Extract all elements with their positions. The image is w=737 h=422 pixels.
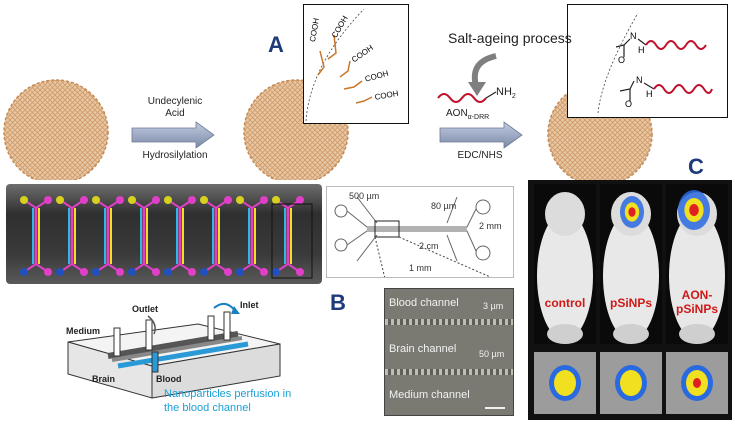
dim-1mm: 1 mm bbox=[409, 263, 432, 273]
particle-bare bbox=[3, 79, 109, 180]
arrow-hydrosilylation bbox=[131, 121, 215, 149]
amide-inset: O N H O N H bbox=[567, 4, 728, 118]
dim-2cm: 2 cm bbox=[419, 241, 439, 251]
mouse-label-line: control bbox=[544, 296, 586, 310]
mouse-label: AON-pSiNPs bbox=[666, 288, 728, 316]
amide-h-1: H bbox=[638, 45, 645, 55]
mouse-label: control bbox=[534, 296, 596, 310]
mouse-label-line: AON- bbox=[681, 288, 713, 302]
schematic-medium: Medium bbox=[66, 326, 101, 336]
curved-arrow bbox=[471, 53, 497, 87]
channel-medium-label: Medium channel bbox=[389, 389, 470, 401]
channel-micrograph: Blood channel 3 µm Brain channel 50 µm M… bbox=[384, 288, 514, 416]
amide-n-2: N bbox=[636, 75, 643, 85]
brain-image bbox=[600, 352, 662, 414]
salt-ageing-label: Salt-ageing process bbox=[448, 30, 572, 46]
panel-letter-b: B bbox=[330, 290, 346, 315]
panel-letter-a: A bbox=[268, 32, 284, 57]
amide-o-1: O bbox=[618, 55, 626, 65]
schematic-brain: Brain bbox=[92, 374, 116, 384]
chip-photo bbox=[6, 184, 322, 284]
panel-letter-c: C bbox=[688, 154, 704, 179]
chip-unit bbox=[200, 196, 232, 276]
aon-label: AONα-DRR bbox=[446, 108, 490, 121]
chip-unit bbox=[128, 196, 160, 276]
chip-unit bbox=[20, 196, 52, 276]
schematic-outlet: Outlet bbox=[132, 304, 158, 314]
mouse-label-line: pSiNPs bbox=[609, 296, 652, 310]
mouse-label: pSiNPs bbox=[600, 296, 662, 310]
chip-unit bbox=[56, 196, 88, 276]
schematic-caption-2: the blood channel bbox=[164, 402, 251, 414]
dim-500um: 500 µm bbox=[349, 191, 380, 201]
mouse-image: AON-pSiNPs bbox=[666, 184, 728, 344]
schematic-blood: Blood bbox=[156, 374, 182, 384]
brain-image bbox=[534, 352, 596, 414]
step1-top-label: Undecylenic bbox=[147, 96, 203, 107]
cooh-inset: COOH COOH COOH COOH COOH bbox=[303, 4, 409, 124]
schematic-inlet: Inlet bbox=[240, 300, 259, 310]
step2-bottom-label: EDC/NHS bbox=[457, 150, 503, 161]
schematic-caption-1: Nanoparticles perfusion in bbox=[164, 388, 292, 400]
chip-unit bbox=[236, 196, 268, 276]
chip-unit bbox=[272, 196, 304, 276]
brain-image bbox=[666, 352, 728, 414]
step1-bottom-label: Hydrosilylation bbox=[142, 150, 208, 161]
imaging-panel: control pSiNPs AON-pSiNPs bbox=[528, 180, 732, 420]
arrow-edc-nhs bbox=[439, 121, 523, 149]
chip-layout: 500 µm 80 µm 2 mm 2 cm 1 mm bbox=[326, 186, 514, 278]
device-schematic: Medium Outlet Inlet Brain Blood Nanopart… bbox=[48, 294, 318, 414]
aon-nh2-label: NH2 bbox=[496, 86, 516, 101]
channel-blood-um: 3 µm bbox=[483, 301, 504, 311]
aon-strand bbox=[437, 93, 487, 103]
channel-brain-label: Brain channel bbox=[389, 343, 457, 355]
step1-top-label-2: Acid bbox=[165, 108, 185, 119]
mouse-image: pSiNPs bbox=[600, 184, 662, 344]
chip-unit bbox=[164, 196, 196, 276]
amide-h-2: H bbox=[646, 89, 653, 99]
chip-unit bbox=[92, 196, 124, 276]
dim-80um: 80 µm bbox=[431, 201, 457, 211]
amide-n-1: N bbox=[630, 31, 637, 41]
channel-brain-um: 50 µm bbox=[479, 349, 505, 359]
channel-blood-label: Blood channel bbox=[389, 297, 459, 309]
mouse-image: control bbox=[534, 184, 596, 344]
reaction-scheme bbox=[3, 53, 653, 180]
amide-o-2: O bbox=[625, 99, 633, 109]
mouse-label-line: pSiNPs bbox=[675, 302, 718, 316]
dim-2mm: 2 mm bbox=[479, 221, 502, 231]
